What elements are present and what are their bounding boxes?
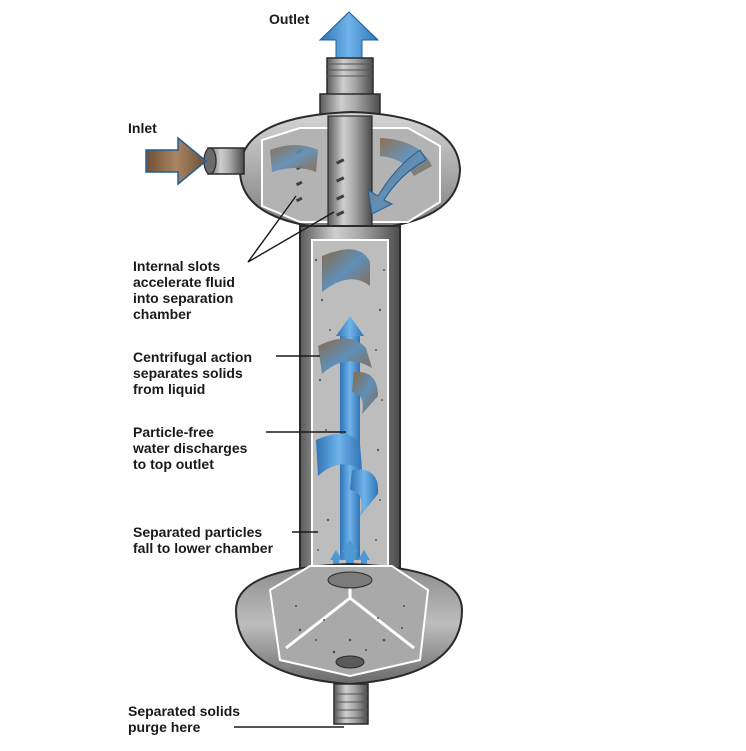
separated-particles-label: Separated particles fall to lower chambe…: [133, 524, 273, 556]
centrifugal-action-label: Centrifugal action separates solids from…: [133, 349, 252, 397]
leader-lines: [234, 195, 346, 728]
separated-particles-line-2: fall to lower chamber: [133, 540, 274, 556]
separation-barrel: [299, 225, 401, 575]
internal-slots-line-1: Internal slots: [133, 258, 221, 274]
particle-free-line-3: to top outlet: [133, 456, 214, 472]
internal-slots-line-2: accelerate fluid: [133, 274, 235, 290]
particle-free-line-1: Particle-free: [133, 424, 214, 440]
outlet-label: Outlet: [269, 11, 310, 27]
outlet-arrow: [318, 11, 380, 61]
centrifugal-line-3: from liquid: [133, 381, 206, 397]
internal-slots-line-4: chamber: [133, 306, 192, 322]
inlet-pipe: [203, 147, 245, 175]
centrifugal-line-2: separates solids: [133, 365, 243, 381]
centrifugal-line-1: Centrifugal action: [133, 349, 253, 365]
inlet-arrow: [145, 136, 208, 186]
separated-particles-line-1: Separated particles: [133, 524, 263, 540]
outlet-pipe: [319, 57, 381, 117]
lower-chamber: [234, 562, 464, 686]
inlet-label: Inlet: [128, 120, 157, 136]
purge-label: Separated solids purge here: [128, 703, 240, 735]
solids-speckles: [314, 258, 385, 551]
upper-chamber: [238, 110, 462, 232]
particle-free-label: Particle-free water discharges to top ou…: [133, 424, 247, 472]
purge-line-2: purge here: [128, 719, 201, 735]
internal-slots-label: Internal slots accelerate fluid into sep…: [133, 258, 235, 322]
purge-pipe: [333, 683, 369, 725]
particle-free-line-2: water discharges: [133, 440, 248, 456]
internal-slots-line-3: into separation: [133, 290, 234, 306]
purge-line-1: Separated solids: [128, 703, 241, 719]
